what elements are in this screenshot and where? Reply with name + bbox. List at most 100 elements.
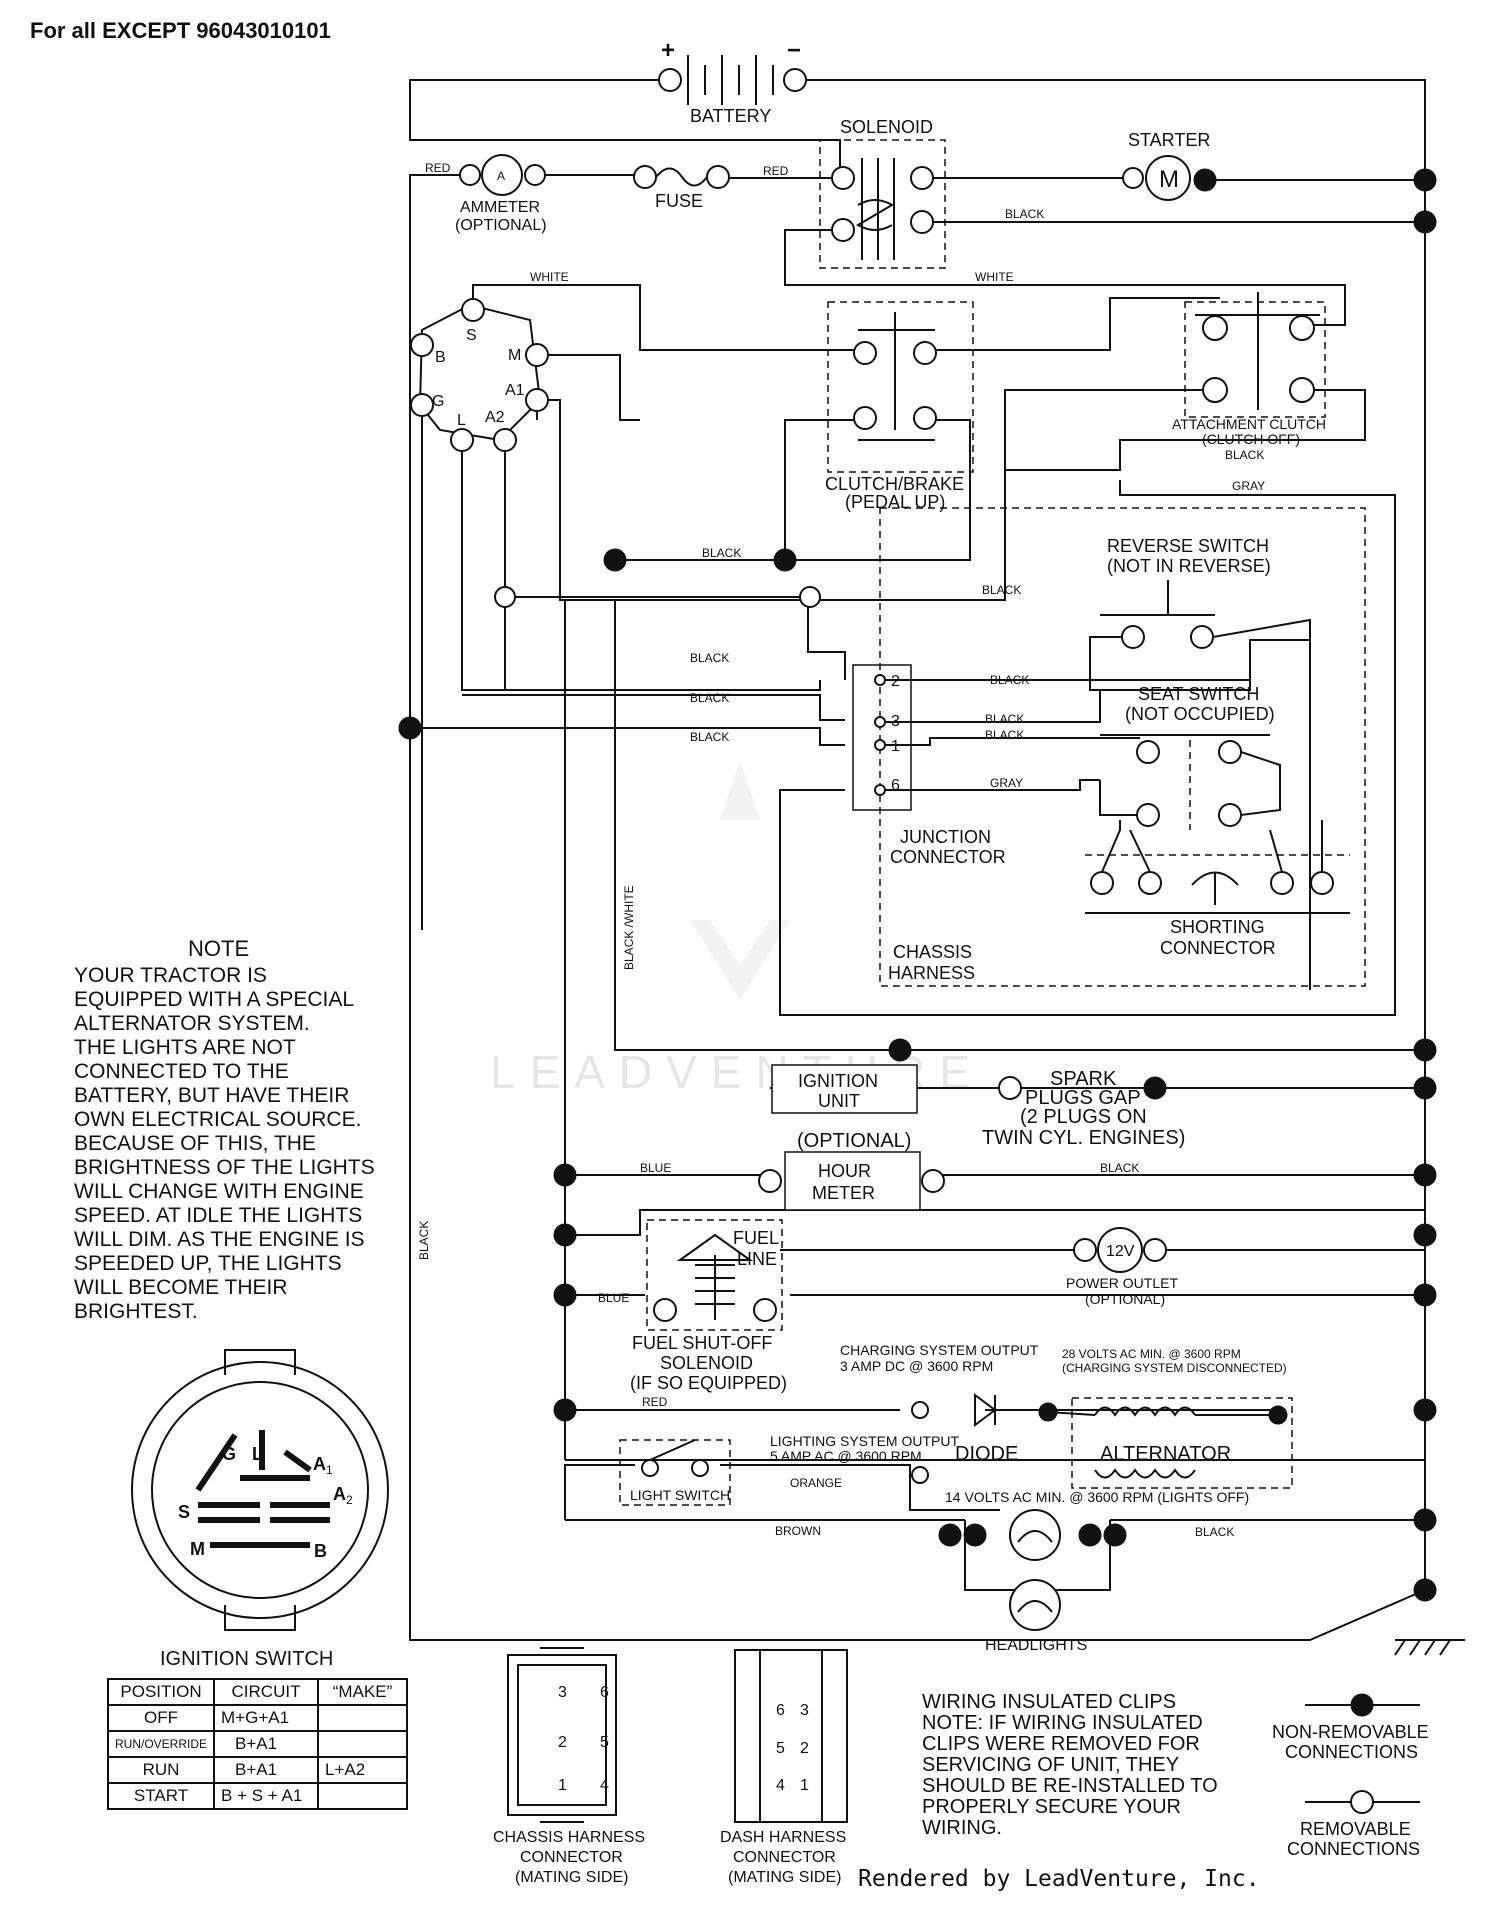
dh-conn-sublabel-2: (MATING SIDE) — [728, 1869, 841, 1886]
sw-a1: A — [313, 1454, 326, 1474]
table-row: OFF M+G+A1 — [106, 1704, 409, 1732]
hour-meter-terminal — [921, 1169, 945, 1193]
seat-switch-label: SEAT SWITCH — [1138, 684, 1259, 704]
ammeter-a: A — [497, 169, 505, 183]
hour-meter-sublabel: METER — [812, 1183, 875, 1203]
ign-a2: A2 — [485, 409, 505, 426]
sw-a2: A — [333, 1484, 346, 1504]
hour-meter — [784, 1151, 921, 1211]
sw-a2-sub: 2 — [346, 1493, 353, 1507]
spark-label-2: PLUGS GAP — [1025, 1087, 1141, 1109]
junction-label: JUNCTION — [900, 827, 991, 847]
clutch-brake-label: CLUTCH/BRAKE — [825, 474, 964, 494]
legend-removable-sublabel: CONNECTIONS — [1287, 1839, 1420, 1859]
clips-line: SERVICING OF UNIT, THEY — [922, 1754, 1180, 1776]
charging-output-value: 3 AMP DC @ 3600 RPM — [840, 1358, 993, 1374]
spark-label-3: (2 PLUGS ON — [1020, 1106, 1147, 1128]
junction-pin-6: 6 — [891, 777, 900, 794]
table-cell: M+G+A1 — [213, 1704, 320, 1732]
table-cell: START — [106, 1782, 216, 1810]
power-terminal — [1143, 1238, 1167, 1262]
wire-label-black: BLACK — [690, 691, 729, 705]
attachment-clutch-sublabel: (CLUTCH OFF) — [1202, 431, 1300, 447]
ign-s: S — [466, 327, 477, 344]
junction-connector — [852, 664, 912, 811]
spark-terminal — [998, 1076, 1022, 1100]
battery-minus: − — [787, 37, 801, 64]
clips-line: PROPERLY SECURE YOUR — [922, 1796, 1181, 1818]
ignition-switch-label: IGNITION SWITCH — [160, 1648, 333, 1670]
wire-label-black-white: BLACK /WHITE — [622, 885, 636, 970]
headlights-symbol — [938, 1509, 1127, 1631]
sw-l: L — [252, 1444, 263, 1464]
note-line: WILL CHANGE WITH ENGINE — [74, 1180, 364, 1203]
battery-symbol — [658, 55, 807, 105]
wire-label-gray: GRAY — [990, 776, 1023, 790]
table-cell: B + S + A1 — [213, 1782, 320, 1810]
shorting-connector-sublabel: CONNECTOR — [1160, 938, 1276, 958]
solenoid-label: SOLENOID — [840, 117, 933, 137]
table-cell: B+A1 — [213, 1730, 320, 1758]
lighting-output-label: LIGHTING SYSTEM OUTPUT — [770, 1433, 959, 1449]
wire-label-red: RED — [642, 1395, 668, 1409]
ch-d5: 5 — [600, 1734, 609, 1751]
dh-d3: 3 — [800, 1702, 809, 1719]
note-body: YOUR TRACTOR IS EQUIPPED WITH A SPECIAL … — [74, 964, 375, 1324]
legend-nonremovable — [1305, 1693, 1420, 1717]
battery-plus: + — [661, 37, 675, 64]
clips-line: NOTE: IF WIRING INSULATED — [922, 1712, 1203, 1734]
dash-harness-connector — [734, 1649, 848, 1823]
wire-label-black: BLACK — [1005, 207, 1044, 221]
ch-conn-sublabel: CONNECTOR — [520, 1849, 623, 1866]
legend-nonremovable-sublabel: CONNECTIONS — [1285, 1742, 1418, 1762]
table-header: POSITION — [106, 1678, 216, 1706]
ammeter-optional: (OPTIONAL) — [455, 217, 547, 234]
lighting-node — [911, 1466, 929, 1484]
shorting-connector — [1085, 820, 1350, 914]
power-outlet-label: POWER OUTLET — [1066, 1275, 1178, 1291]
ignition-switch-table: POSITION CIRCUIT “MAKE” OFF M+G+A1 RUN/O… — [106, 1678, 409, 1810]
note-line: CONNECTED TO THE — [74, 1060, 289, 1083]
clips-note: WIRING INSULATED CLIPS NOTE: IF WIRING I… — [922, 1692, 1218, 1839]
junction-pin-2: 2 — [891, 673, 900, 690]
fuel-shutoff-label: FUEL SHUT-OFF — [632, 1333, 772, 1353]
note-line: WILL BECOME THEIR — [74, 1276, 288, 1299]
ign-m: M — [508, 347, 521, 364]
battery-label: BATTERY — [690, 106, 771, 126]
fuse-symbol — [633, 165, 730, 189]
seat-switch — [1099, 734, 1281, 830]
watermark-logo — [690, 760, 790, 1000]
non-removable-connections — [398, 168, 1437, 1602]
starter-terminal — [1193, 168, 1217, 192]
dh-d1: 1 — [800, 1777, 809, 1794]
ignition-switch-schematic — [410, 298, 549, 452]
chassis-harness-label: CHASSIS — [893, 942, 972, 962]
wire-label-black: BLACK — [1100, 1161, 1139, 1175]
ammeter-label: AMMETER — [460, 199, 540, 216]
diode-symbol — [911, 1393, 1058, 1427]
alternator-symbol — [1047, 1397, 1293, 1489]
ac28-sublabel: (CHARGING SYSTEM DISCONNECTED) — [1062, 1361, 1287, 1375]
table-row: RUN B+A1 L+A2 — [106, 1756, 409, 1784]
clutch-brake-switch — [827, 301, 974, 473]
wire-label-blue: BLUE — [598, 1291, 629, 1305]
note-line: THE LIGHTS ARE NOT — [74, 1036, 296, 1059]
clips-line: WIRING. — [922, 1817, 1002, 1839]
spark-label: SPARK — [1050, 1068, 1117, 1090]
reverse-switch-label: REVERSE SWITCH — [1107, 536, 1269, 556]
headlights-label: HEADLIGHTS — [985, 1637, 1087, 1654]
solenoid-symbol — [819, 139, 946, 269]
wire-label-brown: BROWN — [775, 1524, 821, 1538]
sw-a1-sub: 1 — [326, 1463, 333, 1477]
page-title: For all EXCEPT 96043010101 — [30, 18, 331, 43]
table-cell: OFF — [106, 1704, 216, 1732]
ch-conn-label: CHASSIS HARNESS — [493, 1829, 645, 1846]
hour-meter-terminal — [758, 1169, 782, 1193]
note-line: SPEEDED UP, THE LIGHTS — [74, 1252, 342, 1275]
wire-label-black: BLACK — [417, 1221, 431, 1260]
wire-label-black: BLACK — [990, 673, 1029, 687]
ignition-unit-sublabel: UNIT — [818, 1091, 860, 1111]
ign-l: L — [457, 412, 466, 429]
ac28-label: 28 VOLTS AC MIN. @ 3600 RPM — [1062, 1347, 1241, 1361]
table-row: START B + S + A1 — [106, 1782, 409, 1810]
